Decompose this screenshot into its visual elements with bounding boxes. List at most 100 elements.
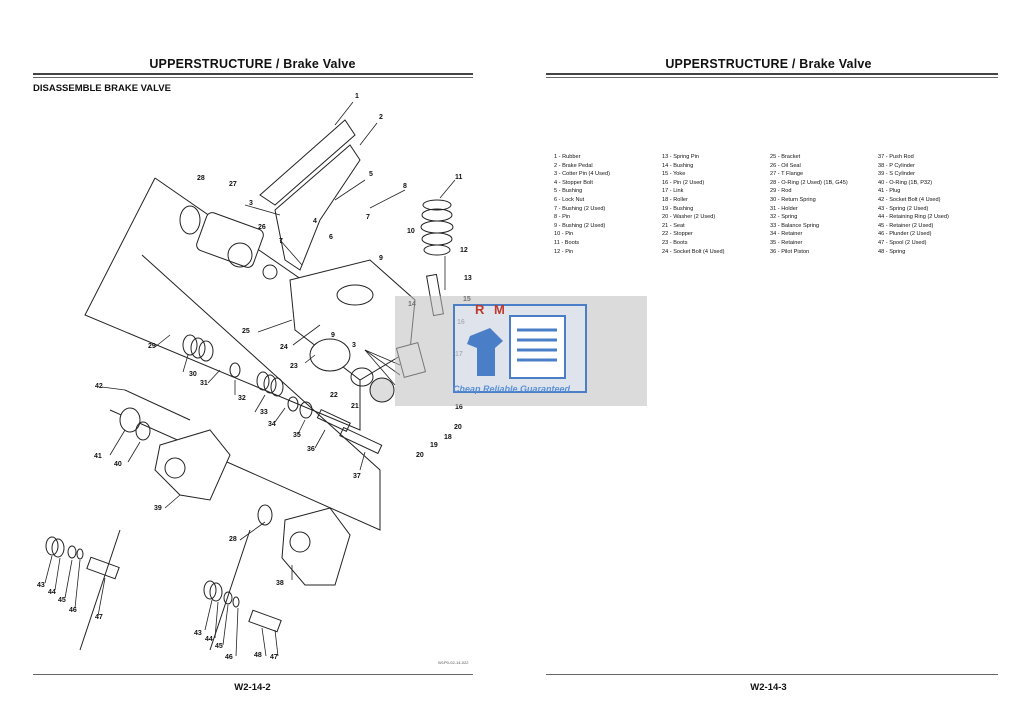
s-cylinder (154, 429, 231, 501)
watermark-document-icon (467, 315, 566, 379)
brake-pedal-rubber (259, 119, 356, 206)
push-rod (339, 426, 383, 455)
part-item: 29 - Rod (770, 188, 792, 195)
part-item: 5 - Bushing (554, 188, 583, 195)
part-item: 6 - Lock Nut (554, 196, 585, 203)
parts-list: 1 - Rubber 2 - Brake Pedal 3 - Cotter Pi… (554, 153, 986, 256)
part-item: 25 - Bracket (770, 154, 801, 160)
callout-47-right: 47 (270, 654, 278, 661)
watermark-logo (453, 304, 587, 393)
bracket-bore (336, 284, 374, 306)
callout-18: 18 (444, 434, 452, 441)
part-item: 18 - Roller (662, 196, 688, 203)
part-item: 13 - Spring Pin (662, 154, 700, 160)
callout-3-upper: 3 (249, 200, 253, 207)
callout-35: 35 (293, 432, 301, 439)
callout-44-left: 44 (48, 589, 56, 596)
callout-29: 29 (148, 343, 156, 350)
part-item: 2 - Brake Pedal (554, 162, 593, 169)
part-item: 4 - Stopper Bolt (554, 179, 593, 186)
left-title-rule (33, 73, 473, 75)
t-flange (196, 212, 264, 268)
part-item: 8 - Pin (554, 214, 571, 221)
spool-group-left (45, 536, 120, 580)
callout-40: 40 (114, 461, 122, 468)
part-item: 21 - Seat (662, 222, 685, 229)
plug (119, 407, 141, 433)
right-page-title: UPPERSTRUCTURE / Brake Valve (665, 57, 872, 71)
callout-19: 19 (430, 442, 438, 449)
callout-37: 37 (353, 473, 361, 480)
callout-33: 33 (260, 409, 268, 416)
callout-4: 4 (313, 218, 317, 225)
part-item: 33 - Balance Spring (770, 222, 820, 229)
part-item: 30 - Return Spring (770, 196, 816, 203)
part-item: 12 - Pin (554, 248, 574, 255)
callout-27: 27 (229, 181, 237, 188)
part-item: 32 - Spring (770, 214, 798, 221)
callout-43-left: 43 (37, 582, 45, 589)
figure-id: W1P0-02-14-022 (438, 660, 469, 665)
part-item: 19 - Bushing (662, 205, 694, 212)
left-page-number: W2-14-2 (234, 682, 271, 693)
callout-24: 24 (280, 344, 288, 351)
callout-36: 36 (307, 446, 315, 453)
part-item: 26 - Oil Seal (770, 162, 801, 169)
callout-7-right: 7 (366, 214, 370, 221)
socket-bolt-42 (124, 389, 191, 421)
boots-bellows (420, 199, 454, 256)
lower-frame-outline (109, 254, 381, 531)
parts-column-4: 37 - Push Rod 38 - P Cylinder 39 - S Cyl… (878, 153, 986, 256)
brake-valve-exploded-diagram (44, 101, 456, 657)
part-item: 23 - Boots (662, 239, 688, 246)
spool-group-right (203, 580, 282, 633)
part-item: 20 - Washer (2 Used) (662, 214, 716, 221)
callout-23: 23 (290, 363, 298, 370)
parts-column-3: 25 - Bracket 26 - Oil Seal 27 - T Flange… (770, 153, 878, 256)
part-item: 45 - Retainer (2 Used) (878, 222, 934, 229)
seat (369, 377, 395, 403)
callout-9-right: 9 (379, 255, 383, 262)
pilot-piston (316, 408, 351, 432)
part-item: 40 - O-Ring (1B, P32) (878, 179, 933, 186)
callout-28-upper: 28 (197, 175, 205, 182)
callout-42: 42 (95, 383, 103, 390)
part-item: 9 - Bushing (2 Used) (554, 222, 606, 229)
rod-left (79, 529, 121, 651)
callout-1: 1 (355, 93, 359, 100)
callout-46-right: 46 (225, 654, 233, 661)
part-item: 38 - P Cylinder (878, 162, 915, 169)
callout-20-right: 20 (454, 424, 462, 431)
part-item: 11 - Boots (554, 239, 580, 246)
callout-39: 39 (154, 505, 162, 512)
part-item: 37 - Push Rod (878, 154, 914, 160)
o-ring-lower (257, 504, 273, 526)
watermark: R M Cheap Reliable Guaranteed (395, 296, 647, 406)
part-item: 44 - Retaining Ring (2 Used) (878, 214, 949, 221)
callout-26: 26 (258, 224, 266, 231)
callout-31: 31 (200, 380, 208, 387)
part-item: 28 - O-Ring (2 Used) (1B, G45) (770, 179, 848, 186)
left-footer-rule (33, 674, 473, 675)
left-page-title: UPPERSTRUCTURE / Brake Valve (149, 57, 356, 71)
callout-30: 30 (189, 371, 197, 378)
part-item: 31 - Holder (770, 205, 798, 212)
p-cylinder (281, 507, 351, 586)
callout-25: 25 (242, 328, 250, 335)
callout-20-left: 20 (416, 452, 424, 459)
callout-41: 41 (94, 453, 102, 460)
part-item: 34 - Retainer (770, 231, 803, 238)
spring-stack (182, 334, 313, 419)
part-item: 46 - Plunder (2 Used) (878, 231, 932, 238)
part-item: 41 - Plug (878, 188, 901, 195)
callout-38: 38 (276, 580, 284, 587)
t-flange-port (227, 242, 253, 268)
watermark-tagline: Cheap Reliable Guaranteed (453, 384, 571, 394)
callout-7-left: 7 (279, 238, 283, 245)
right-page: UPPERSTRUCTURE / Brake Valve 1 - Rubber … (516, 0, 1021, 725)
callout-48: 48 (254, 652, 262, 659)
callout-13: 13 (464, 275, 472, 282)
left-title-rule-thin (33, 77, 473, 78)
part-item: 7 - Bushing (2 Used) (554, 205, 606, 212)
oil-seal (262, 264, 278, 280)
